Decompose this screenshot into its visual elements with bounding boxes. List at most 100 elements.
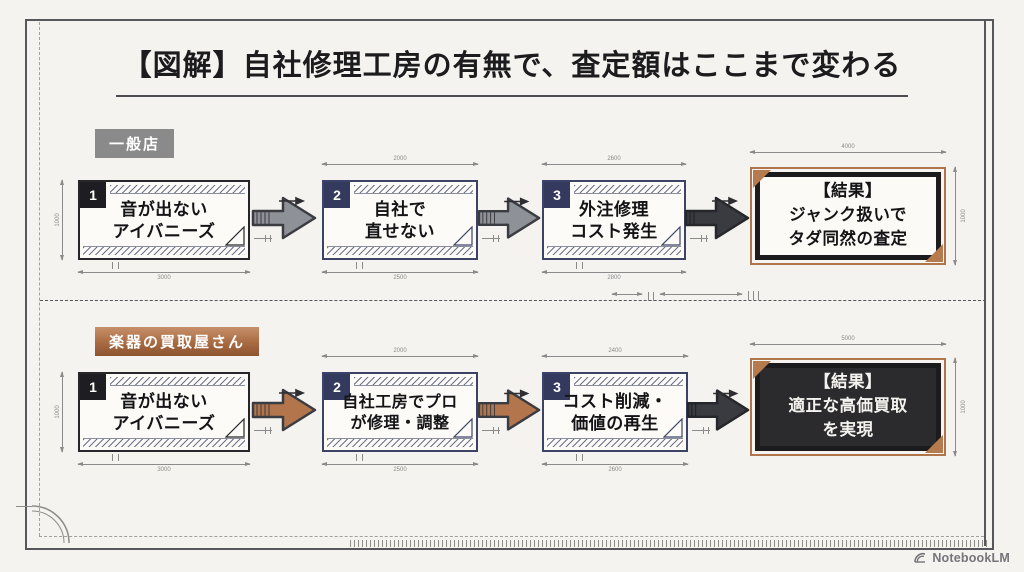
arrow-right-icon <box>686 389 750 431</box>
dimension-value: 2600 <box>608 467 622 473</box>
tick-mark <box>576 454 583 461</box>
row2-step3-box: 3 コスト削減・ 価値の再生 <box>542 372 688 452</box>
sheet-frame <box>25 19 994 550</box>
dimension-line: 5000 <box>749 336 947 346</box>
dimension-value: 1000 <box>55 405 61 419</box>
sheet-frame-inner-right-line <box>984 21 986 546</box>
dimension-value: 1000 <box>961 209 967 223</box>
watermark-text: NotebookLM <box>932 551 1010 565</box>
watermark: NotebookLM <box>913 551 1010 565</box>
tick-mark <box>112 454 119 461</box>
tick-mark <box>758 291 759 300</box>
tick-mark <box>356 262 363 269</box>
dimension-value: 2600 <box>607 156 621 162</box>
folded-corner-icon <box>663 418 683 438</box>
corner-triangle-icon <box>753 361 771 379</box>
dimension-line: 2800 <box>541 270 687 281</box>
tick-mark <box>254 235 272 242</box>
tick-mark <box>690 235 708 242</box>
dimension-line: 1000 <box>55 371 64 453</box>
folded-corner-icon <box>661 226 681 246</box>
row1-step2-box: 2 自社で 直せない <box>322 180 478 260</box>
hatch-strip <box>547 438 683 447</box>
tick-mark <box>16 506 32 507</box>
folded-corner-icon <box>225 418 245 438</box>
dimension-line: 1000 <box>953 357 967 457</box>
door-swing-arc <box>31 505 70 544</box>
dimension-value: 2500 <box>393 467 407 473</box>
hatch-strip <box>574 185 681 194</box>
step-number-badge: 3 <box>544 374 570 400</box>
dimension-value: 2000 <box>393 348 407 354</box>
tick-mark <box>254 427 272 434</box>
dimension-line: 2600 <box>541 462 689 473</box>
step-text: 外注修理 コスト発生 <box>570 199 658 241</box>
dimension-value: 2400 <box>608 348 622 354</box>
section-divider-dashed <box>40 300 986 301</box>
hatch-strip <box>354 185 473 194</box>
tick-mark <box>648 292 649 301</box>
tick-mark <box>753 291 754 300</box>
hatch-strip <box>110 185 245 194</box>
dimension-line: 2500 <box>321 462 479 473</box>
dimension-line: 4000 <box>749 144 947 154</box>
dimension-line: 1000 <box>953 166 967 266</box>
dimension-value: 4000 <box>841 144 855 150</box>
corner-triangle-icon <box>925 435 943 453</box>
hatch-strip <box>354 377 473 386</box>
hatch-strip <box>574 377 683 386</box>
step-text: 自社で 直せない <box>365 199 435 241</box>
margin-dashed-horizontal <box>39 536 984 537</box>
tick-mark <box>653 292 654 301</box>
dimension-line: 3000 <box>77 270 251 281</box>
result-text: 【結果】 ジャンク扱いで タダ同然の査定 <box>755 172 941 260</box>
row1-step1-box: 1 音が出ない アイバニーズ <box>78 180 250 260</box>
arrow-right-icon <box>684 196 750 240</box>
hatch-strip <box>327 438 473 447</box>
row1-label: 一般店 <box>95 129 175 158</box>
arrow-right-icon <box>477 197 541 239</box>
dimension-value: 2800 <box>607 275 621 281</box>
dimension-line <box>659 292 743 296</box>
arrow-right-icon <box>251 196 317 240</box>
dimension-line: 2600 <box>541 156 687 166</box>
result-text: 【結果】 適正な高価買取 を実現 <box>755 363 941 451</box>
step-text: 音が出ない アイバニーズ <box>112 199 216 241</box>
arrow-right-icon <box>251 388 317 432</box>
tick-mark <box>356 454 363 461</box>
row2-step2-box: 2 自社工房でプロ が修理・調整 <box>322 372 478 452</box>
dimension-value: 2000 <box>393 156 407 162</box>
tick-mark <box>482 427 500 434</box>
row2-step1-box: 1 音が出ない アイバニーズ <box>78 372 250 452</box>
margin-dashed-vertical <box>39 22 40 536</box>
folded-corner-icon <box>453 226 473 246</box>
bottom-ruler-hatch <box>350 540 988 547</box>
dimension-line: 3000 <box>77 462 251 473</box>
step-number-badge: 2 <box>324 374 350 400</box>
dimension-value: 3000 <box>157 275 171 281</box>
dimension-line: 2500 <box>321 270 479 281</box>
tick-mark <box>112 262 119 269</box>
step-text: 音が出ない アイバニーズ <box>112 391 216 433</box>
dimension-value: 3000 <box>157 467 171 473</box>
hatch-strip <box>110 377 245 386</box>
tick-mark <box>692 427 710 434</box>
dimension-value: 1000 <box>961 400 967 414</box>
dimension-line <box>611 292 643 296</box>
row2-result-box: 【結果】 適正な高価買取 を実現 <box>750 358 946 456</box>
step-number-badge: 3 <box>544 182 570 208</box>
dimension-value: 5000 <box>841 336 855 342</box>
tick-mark <box>748 291 749 300</box>
dimension-line: 2000 <box>321 156 479 166</box>
hatch-strip <box>83 246 245 255</box>
corner-triangle-icon <box>925 244 943 262</box>
row1-result-box: 【結果】 ジャンク扱いで タダ同然の査定 <box>750 167 946 265</box>
row1-step3-box: 3 外注修理 コスト発生 <box>542 180 686 260</box>
step-text: 自社工房でプロ が修理・調整 <box>342 393 458 432</box>
folded-corner-icon <box>225 226 245 246</box>
dimension-line: 1000 <box>55 179 64 261</box>
step-text: コスト削減・ 価値の再生 <box>562 391 668 433</box>
folded-corner-icon <box>453 418 473 438</box>
dimension-line: 2000 <box>321 348 479 358</box>
